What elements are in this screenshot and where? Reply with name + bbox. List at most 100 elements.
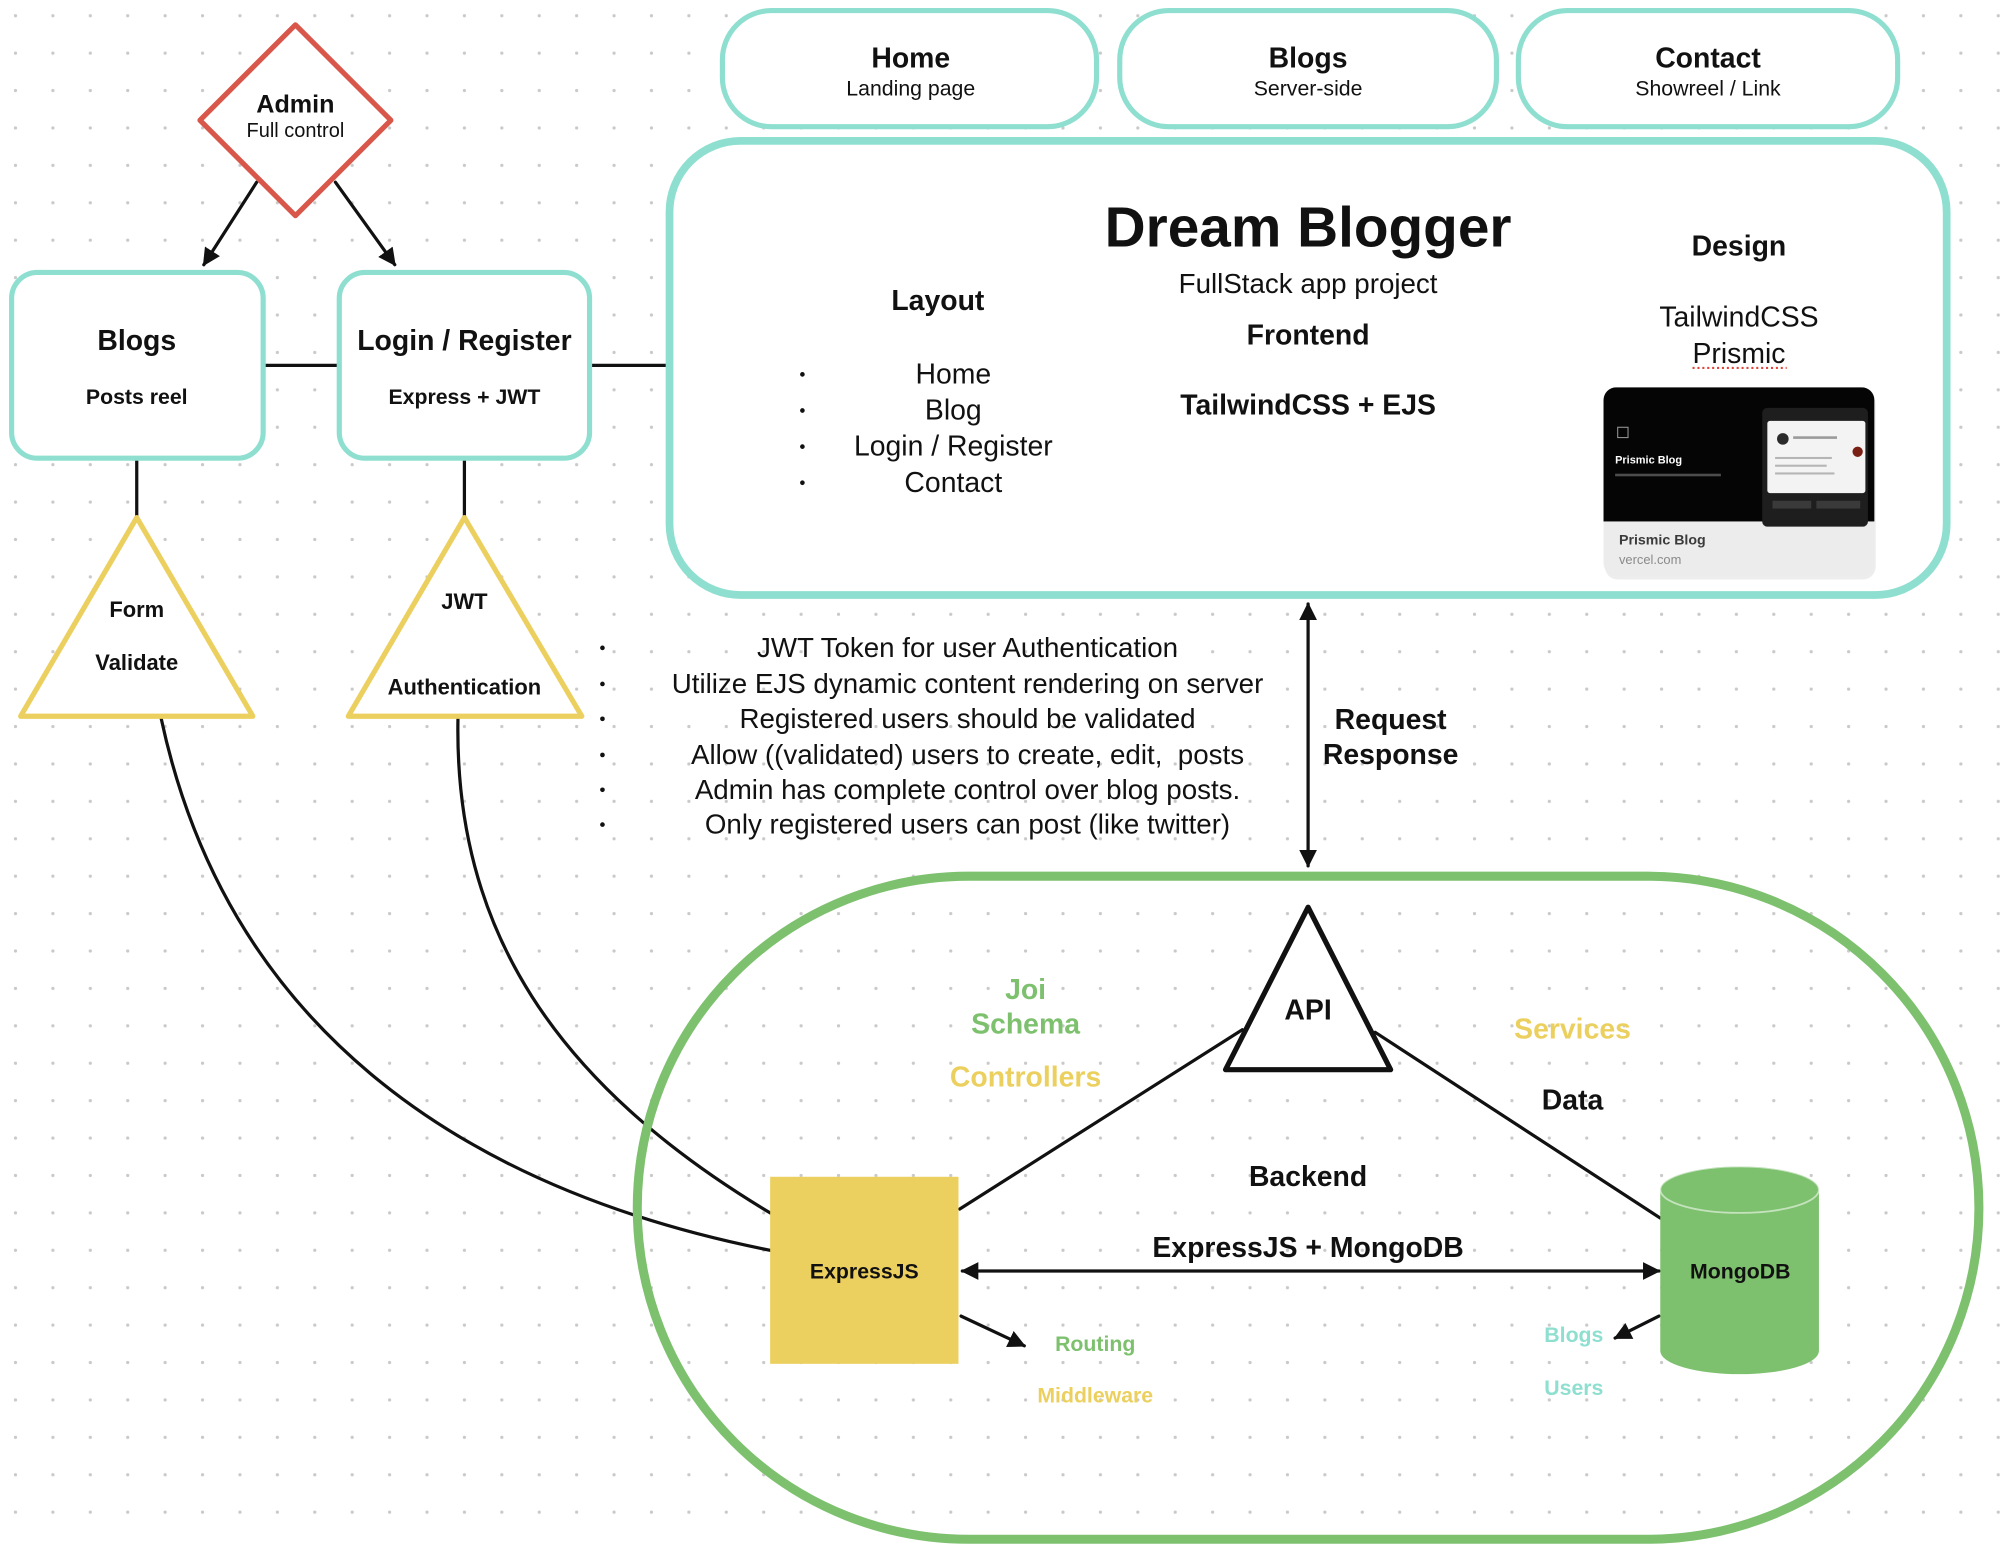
requirement-item: Only registered users can post (like twi… xyxy=(705,809,1230,840)
nav-pill-blogs-subtitle: Server-side xyxy=(1254,77,1363,101)
preview-block xyxy=(1772,500,1812,509)
mongodb-label: MongoDB xyxy=(1690,1260,1790,1284)
nav-pill-contact[interactable]: Contact Showreel / Link xyxy=(1515,8,1901,130)
expressjs-to-routing-arrow xyxy=(959,1314,1026,1348)
expressjs-node[interactable]: ExpressJS xyxy=(770,1176,959,1364)
request-response-label: Request Response xyxy=(1323,704,1459,771)
api-to-mongodb-connector xyxy=(1373,1030,1662,1220)
admin-subtitle: Full control xyxy=(247,120,345,142)
layout-item-login-register: Login / Register xyxy=(854,431,1053,463)
preview-caption-line xyxy=(1615,473,1721,477)
preview-text-line xyxy=(1793,436,1838,439)
backend-panel[interactable]: API Joi Schema Controllers Services Data… xyxy=(632,871,1984,1544)
expressjs-block xyxy=(770,1176,959,1364)
requirement-bullet xyxy=(600,822,605,827)
preview-text-line xyxy=(1775,456,1832,460)
requirements-list[interactable]: JWT Token for user Authentication Utiliz… xyxy=(600,632,1263,840)
layout-bullet xyxy=(800,480,805,486)
preview-block xyxy=(1816,500,1861,509)
login-register-box xyxy=(336,269,593,461)
layout-item-blog: Blog xyxy=(925,395,982,427)
requirement-item: Allow ((validated) users to create, edit… xyxy=(691,739,1244,770)
layout-heading: Layout xyxy=(891,285,985,317)
login-register-node[interactable]: Login / Register Express + JWT xyxy=(336,269,593,461)
api-label: API xyxy=(1284,994,1331,1026)
jwt-to-expressjs-curve xyxy=(456,717,772,1215)
design-section: Design TailwindCSS Prismic xyxy=(1659,231,1818,370)
jwt-label: JWT xyxy=(441,589,488,614)
blogs-title: Blogs xyxy=(97,325,176,357)
login-register-title: Login / Register xyxy=(357,325,571,357)
admin-to-blogs-arrow xyxy=(202,180,259,267)
requirement-item: JWT Token for user Authentication xyxy=(757,632,1178,663)
mongodb-to-collections-arrow xyxy=(1613,1314,1661,1340)
nav-pill-blogs[interactable]: Blogs Server-side xyxy=(1117,8,1500,130)
jwt-authentication-node[interactable]: JWT Authentication xyxy=(345,514,585,719)
nav-pill-contact-box xyxy=(1515,8,1901,130)
design-heading: Design xyxy=(1692,231,1787,263)
admin-node[interactable]: Admin Full control xyxy=(197,22,394,219)
controllers-label: Controllers xyxy=(950,1061,1101,1093)
preview-title: Prismic Blog xyxy=(1615,454,1682,466)
form-label: Form xyxy=(109,597,164,622)
backend-stadium xyxy=(632,871,1984,1544)
layout-bullet xyxy=(800,372,805,377)
link-card-body: Prismic Blog xyxy=(1603,387,1875,576)
nav-pill-blogs-box xyxy=(1117,8,1500,130)
services-label: Services xyxy=(1514,1014,1631,1046)
nav-pill-contact-label: Contact xyxy=(1655,42,1761,74)
api-triangle xyxy=(1222,904,1394,1073)
nav-pill-contact-subtitle: Showreel / Link xyxy=(1635,77,1781,101)
collection-users-label: Users xyxy=(1544,1376,1603,1400)
frontend-heading: Frontend xyxy=(1247,320,1370,352)
layout-section: Layout Home Blog Login / Register Contac… xyxy=(800,285,1053,499)
nav-pill-home-label: Home xyxy=(871,42,950,74)
form-validate-node[interactable]: Form Validate xyxy=(18,514,256,719)
nav-pill-home[interactable]: Home Landing page xyxy=(719,8,1100,130)
validate-label: Validate xyxy=(95,650,178,675)
design-item-tailwind: TailwindCSS xyxy=(1659,302,1818,334)
api-node[interactable]: API xyxy=(1222,904,1394,1073)
routing-label: Routing xyxy=(1055,1332,1135,1356)
preview-avatar-accent xyxy=(1852,446,1863,457)
nav-pill-home-box xyxy=(719,8,1100,130)
mongodb-node[interactable]: MongoDB xyxy=(1659,1165,1820,1375)
frontend-stack: TailwindCSS + EJS xyxy=(1180,389,1436,421)
blogs-node[interactable]: Blogs Posts reel xyxy=(9,269,266,461)
expressjs-label: ExpressJS xyxy=(810,1260,919,1284)
requirement-bullet xyxy=(600,681,605,687)
data-label: Data xyxy=(1542,1085,1604,1117)
admin-to-login-arrow xyxy=(333,180,397,267)
admin-diamond xyxy=(197,22,394,219)
requirement-bullet xyxy=(600,645,605,651)
project-subtitle: FullStack app project xyxy=(1179,268,1438,299)
api-to-expressjs-connector xyxy=(958,1028,1244,1211)
form-validate-triangle xyxy=(18,514,256,719)
nav-pill-home-subtitle: Landing page xyxy=(846,77,975,101)
preview-avatar xyxy=(1777,433,1789,445)
requirement-item: Utilize EJS dynamic content rendering on… xyxy=(672,668,1264,699)
requirement-bullet xyxy=(600,716,605,722)
admin-title: Admin xyxy=(256,91,334,119)
mongodb-cylinder xyxy=(1660,1166,1819,1375)
requirement-bullet xyxy=(600,787,605,793)
link-card-title: Prismic Blog xyxy=(1619,533,1706,549)
requirement-bullet xyxy=(600,752,605,758)
link-card-domain: vercel.com xyxy=(1619,552,1681,567)
frontend-panel[interactable]: Dream Blogger FullStack app project Fron… xyxy=(665,137,1951,599)
blogs-subtitle: Posts reel xyxy=(86,385,188,409)
preview-text-line xyxy=(1775,464,1827,467)
authentication-label: Authentication xyxy=(388,674,541,699)
design-item-prismic: Prismic xyxy=(1692,338,1785,370)
middleware-label: Middleware xyxy=(1037,1384,1153,1408)
request-label: Request xyxy=(1335,704,1447,736)
project-title: Dream Blogger xyxy=(1105,197,1512,260)
joi-label: Joi xyxy=(1005,974,1046,1006)
backend-stack: ExpressJS + MongoDB xyxy=(1152,1232,1463,1264)
layout-bullet xyxy=(800,444,805,449)
layout-bullet xyxy=(800,408,805,413)
preview-logo-icon xyxy=(1617,426,1629,439)
link-card-prismic-blog[interactable]: Prismic Blog Prismic Blog vercel.com xyxy=(1603,387,1876,580)
preview-text-line xyxy=(1775,472,1835,475)
